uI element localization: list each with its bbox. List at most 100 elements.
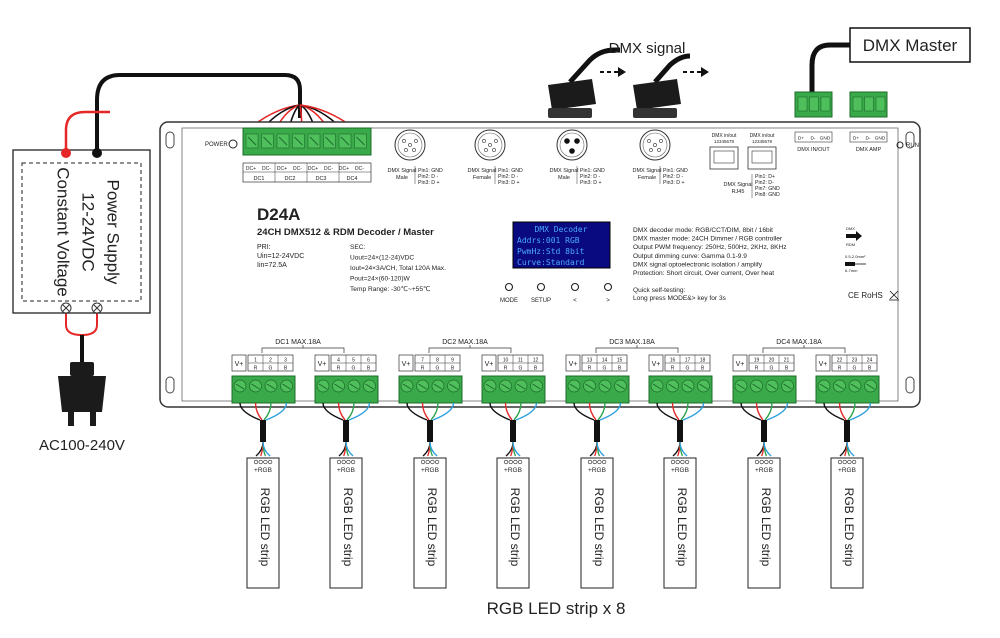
vplus-label: V+ [402,361,411,368]
output-wire [849,402,872,421]
vplus-box [815,354,831,372]
dc-terminal-label: DC+ [308,166,318,172]
screw-slot [251,383,260,390]
channel-color: G [352,366,356,372]
psu-label: 12-24VDC [79,192,98,271]
psu-negative-terminal [92,148,102,158]
channel-number: 2 [269,358,272,364]
group-max-label: DC1 MAX.18A [275,339,321,346]
strip-cable [427,420,433,442]
connector-pin-label: Pin3: D + [498,180,519,186]
strip-label: RGB LED strip [341,488,355,567]
screw-slot [318,383,328,390]
channel-number: 8 [436,358,439,364]
device-button-0[interactable] [504,282,514,292]
terminal-label: DMX IN/OUT [797,147,830,153]
channel-number: 1 [254,358,257,364]
terminal-screw-icon [852,96,863,112]
output-wire [348,402,371,421]
run-led-icon [896,141,904,149]
strip-pad-icon [425,459,430,465]
strip-pad-icon [346,459,351,465]
strip-pad-icon [851,459,857,465]
connector-title: DMX Signal [467,168,496,174]
power-icon [228,139,238,149]
channel-color: G [519,366,523,372]
psu-label: Constant Voltage [54,167,73,296]
connector-pin-label: Pin2: D - [418,174,438,180]
channel-color: G [436,366,440,372]
channel-number: 7 [421,358,424,364]
connector-pin-label: Pin3: D + [580,180,601,186]
strip-pad-icon [768,459,774,465]
dmx-icon-label: DMX [846,226,855,231]
strip-cable [594,420,600,442]
button-label: > [606,298,610,304]
terminal-label-box [849,131,888,143]
connector-pin-label: Pin2: D - [580,174,600,180]
channel-color: G [269,366,273,372]
strip-pad-icon [341,459,346,465]
channel-number: 22 [837,358,843,364]
terminal-label: DMX AMP [856,147,882,153]
display-screen [512,221,611,269]
screw-slot [449,383,458,390]
screw-slot [340,136,350,146]
pin-icon [647,139,651,143]
channel-number: 23 [852,358,858,364]
pin-icon [484,148,488,152]
channel-color: R [337,366,341,372]
screw-slot [652,383,662,390]
rj45-port-pins: 12345678 [752,139,773,144]
strip-pad-icon [759,459,764,465]
output-wire [766,402,789,421]
footer-label: RGB LED strip x 8 [487,599,626,618]
vplus-box [648,354,664,372]
rj45-port-pins: 12345678 [714,139,735,144]
channel-color: B [785,366,789,372]
screw-slot [699,383,708,390]
channel-number: 19 [754,358,760,364]
group-bracket [762,345,846,353]
display-line: DMX Decoder [535,225,588,234]
terminal-label-box [794,131,833,143]
channel-number: 9 [451,358,454,364]
channel-number: 3 [284,358,287,364]
device-button-2[interactable] [570,282,580,292]
strip-pad-icon [435,459,440,465]
plug-body [58,376,106,412]
terminal-pin-label: D+ [853,136,859,142]
screw-slot [501,383,510,390]
vplus-box [481,354,497,372]
dc-terminal-label: DC- [293,166,302,172]
connector-sub: Male [396,175,408,181]
strip-pin-label: +RGB [588,467,606,474]
output-wire [838,402,847,421]
rj45-pin-label: Pin7: GND [755,186,780,192]
xlr-plug [548,79,596,110]
channel-color: B [868,366,872,372]
device-button-3[interactable] [603,282,613,292]
dc-group-label: DC1 [253,176,264,182]
channel-color: G [853,366,857,372]
strip-pad-icon [847,459,852,465]
group-bracket [595,345,679,353]
screw-slot [683,383,693,390]
output-wire [513,402,522,421]
dc-group-label: DC4 [346,176,357,182]
vplus-label: V+ [736,361,745,368]
output-wire [515,402,538,421]
screw-icon [93,304,101,312]
connector-sub: Male [558,175,570,181]
wire-spec: 6-7mm [845,268,858,273]
device-button-1[interactable] [536,282,546,292]
terminal-screw-icon [820,96,831,112]
pin-icon [402,139,406,143]
psu-red-wire [64,110,110,152]
